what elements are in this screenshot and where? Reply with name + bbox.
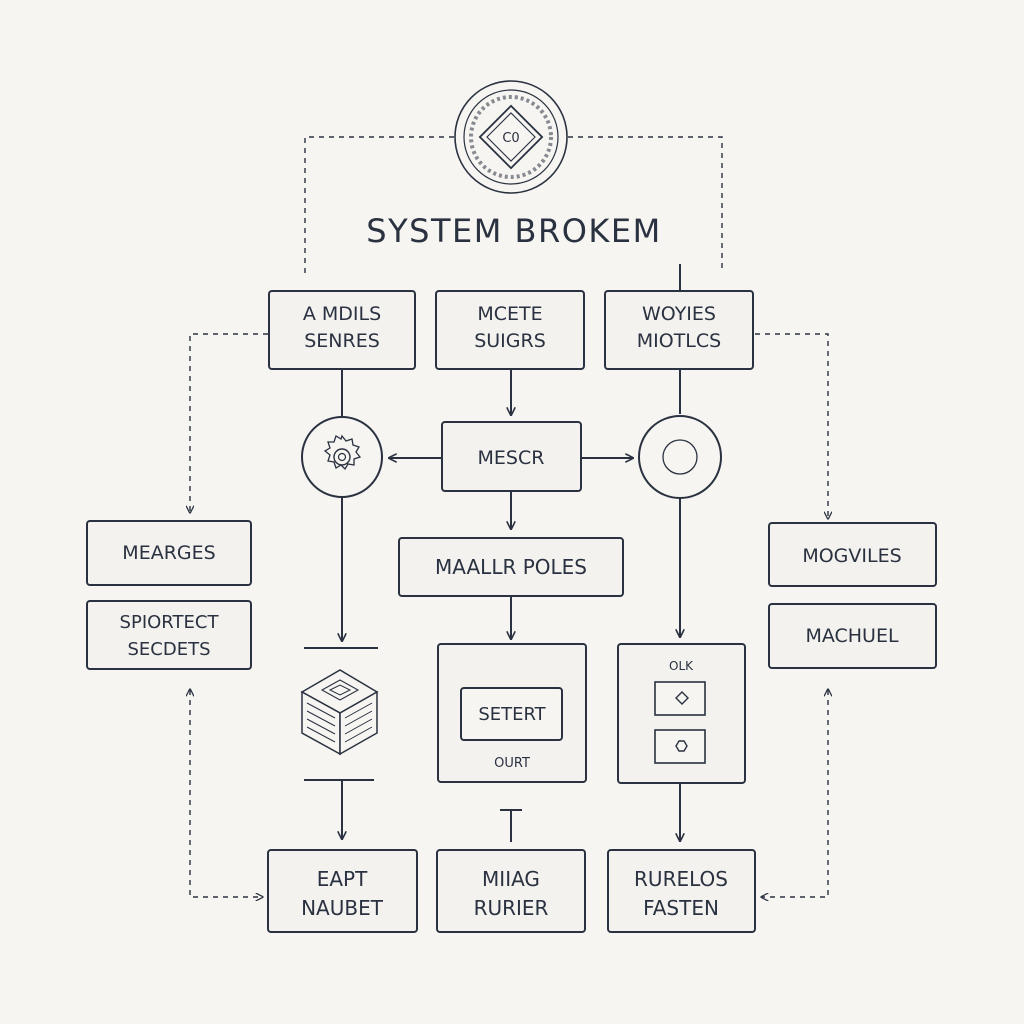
top-box-right-line1: WOYIES bbox=[642, 303, 716, 325]
inner-panel-button-label: SETERT bbox=[478, 704, 546, 725]
left-box-lower-line1: SPIORTECT bbox=[120, 612, 220, 633]
top-box-right: WOYIES MIOTLCS bbox=[604, 290, 754, 370]
inner-panel: SETERT OURT bbox=[437, 643, 587, 783]
right-box-upper-label: MOGVILES bbox=[802, 545, 901, 567]
bottom-box-center-line2: RURIER bbox=[474, 896, 549, 920]
bottom-box-right-line1: RURELOS bbox=[634, 867, 728, 891]
left-box-upper: MEARGES bbox=[86, 520, 252, 586]
right-panel: OLK bbox=[617, 643, 746, 784]
right-panel-caption: OLK bbox=[669, 659, 694, 673]
top-box-left: A MDILS SENRES bbox=[268, 290, 416, 370]
diagram-title: SYSTEM BROKEM bbox=[366, 212, 661, 250]
logo-seal-icon bbox=[454, 80, 568, 194]
right-box-upper: MOGVILES bbox=[768, 522, 937, 587]
bottom-box-right: RURELOS FASTEN bbox=[607, 849, 756, 933]
center-box: MESCR bbox=[441, 421, 582, 492]
dashed-connector-right-bottom bbox=[762, 690, 828, 897]
bottom-box-left-line2: NAUBET bbox=[301, 896, 384, 920]
mid-box: MAALLR POLES bbox=[398, 537, 624, 597]
top-box-left-line2: SENRES bbox=[304, 330, 380, 352]
dashed-connector-logo-right bbox=[568, 136, 723, 272]
center-box-label: MESCR bbox=[478, 447, 545, 469]
bottom-box-center: MIIAG RURIER bbox=[436, 849, 586, 933]
top-box-center: MCETE SUIGRS bbox=[435, 290, 585, 370]
dashed-connector-to-left-column bbox=[190, 333, 268, 512]
top-box-center-line1: MCETE bbox=[477, 303, 542, 325]
cube-icon bbox=[300, 669, 379, 756]
hexagon-icon bbox=[675, 740, 688, 752]
gear-icon bbox=[301, 416, 383, 498]
right-box-lower: MACHUEL bbox=[768, 603, 937, 669]
mid-box-label: MAALLR POLES bbox=[435, 555, 587, 579]
left-box-lower-line2: SECDETS bbox=[127, 639, 210, 660]
bottom-box-center-line1: MIIAG bbox=[482, 867, 540, 891]
top-box-left-line1: A MDILS bbox=[303, 303, 381, 325]
bottom-box-left-line1: EAPT bbox=[317, 867, 368, 891]
bottom-box-left: EAPT NAUBET bbox=[267, 849, 418, 933]
right-panel-toggle-lower[interactable] bbox=[654, 729, 706, 764]
dashed-connector-left-bottom bbox=[190, 690, 262, 897]
bottom-box-right-line2: FASTEN bbox=[643, 896, 719, 920]
dashed-connector-logo-left bbox=[304, 136, 454, 276]
inner-panel-button[interactable] bbox=[460, 687, 563, 741]
left-box-upper-label: MEARGES bbox=[122, 542, 215, 564]
logo-text: C0 bbox=[502, 131, 519, 146]
left-box-lower: SPIORTECT SECDETS bbox=[86, 600, 252, 670]
dashed-connector-to-right-column bbox=[755, 333, 828, 518]
right-panel-toggle-upper[interactable] bbox=[654, 681, 706, 716]
diamond-icon bbox=[675, 691, 689, 705]
connectors bbox=[190, 136, 828, 897]
top-box-right-line2: MIOTLCS bbox=[637, 330, 721, 352]
circle-node-icon bbox=[638, 415, 722, 499]
top-box-center-line2: SUIGRS bbox=[474, 330, 546, 352]
right-box-lower-label: MACHUEL bbox=[805, 625, 899, 647]
inner-panel-caption: OURT bbox=[494, 756, 530, 771]
